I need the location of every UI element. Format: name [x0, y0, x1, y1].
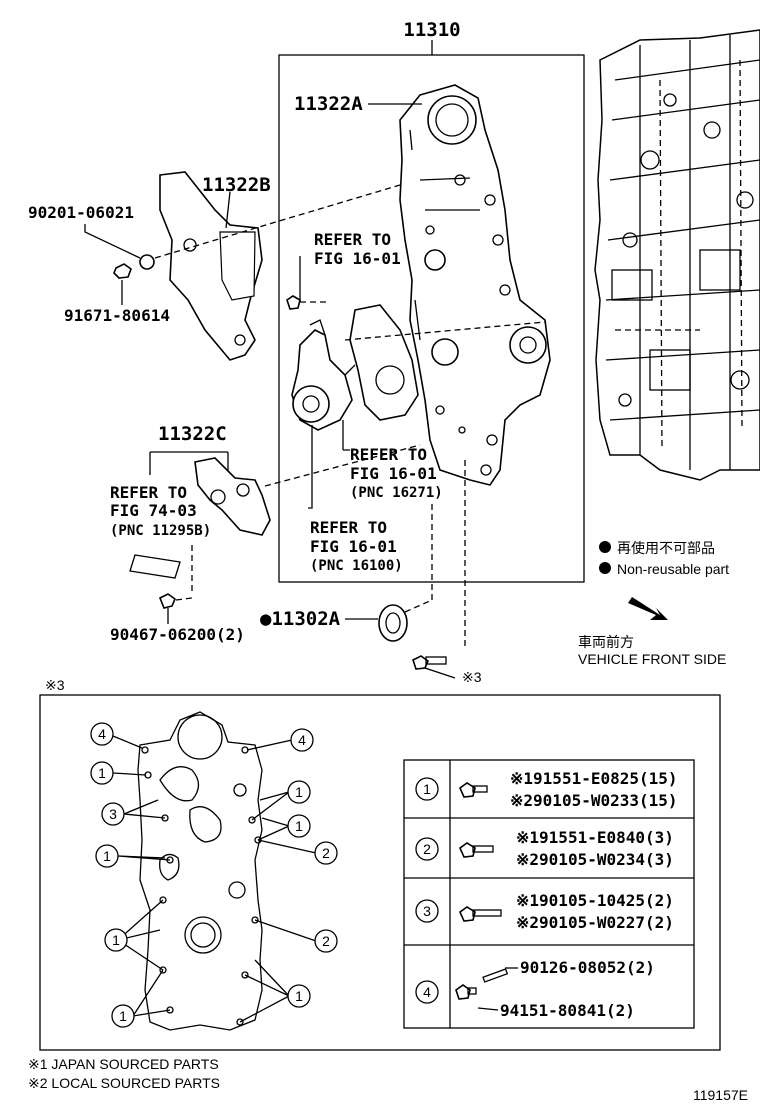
legend-dot-en [599, 562, 611, 574]
legend-en: Non-reusable part [617, 561, 729, 577]
table-key-2: 2 [423, 841, 431, 857]
table-4-line-1: 90126-08052(2) [520, 958, 655, 977]
refer-2-l2: FIG 16-01 [350, 464, 437, 483]
svg-text:1: 1 [112, 932, 120, 948]
refer-1-l1: REFER TO [314, 230, 391, 249]
water-pump [291, 304, 419, 431]
svg-text:4: 4 [298, 732, 306, 748]
legend-jp: 再使用不可部品 [617, 540, 715, 556]
svg-text:1: 1 [103, 848, 111, 864]
table-key-4: 4 [423, 984, 431, 1000]
svg-text:3: 3 [109, 806, 117, 822]
engine-block [594, 29, 760, 481]
bolt-refer [286, 295, 301, 310]
oil-seal [378, 604, 408, 642]
bolt-91671-label: 91671-80614 [64, 306, 170, 325]
svg-text:1: 1 [119, 1008, 127, 1024]
table-3-line-2: ※290105-W0227(2) [516, 913, 674, 932]
refer-1-l2: FIG 16-01 [314, 249, 401, 268]
plug-label: 90467-06200(2) [110, 625, 245, 644]
table-2-line-2: ※290105-W0234(3) [516, 850, 674, 869]
bolt-note: ※3 [462, 669, 482, 685]
refer-4-l1: REFER TO [110, 483, 187, 502]
figure-number: 119157E [693, 1087, 748, 1103]
refer-2-l3: (PNC 16271) [350, 485, 443, 501]
direction-jp: 車両前方 [578, 634, 634, 650]
table-4-line-2: 94151-80841(2) [500, 1001, 635, 1020]
cover-b [159, 171, 263, 361]
refer-3-l1: REFER TO [310, 518, 387, 537]
table-1-line-1: ※191551-E0825(15) [510, 769, 678, 788]
cover-c [194, 457, 271, 536]
bolt-table: 1 ※191551-E0825(15) ※290105-W0233(15) 2 … [403, 759, 695, 1029]
bolt-90201-label: 90201-06021 [28, 203, 134, 222]
front-arrow-icon [628, 597, 668, 620]
svg-text:2: 2 [322, 933, 330, 949]
table-1-line-2: ※290105-W0233(15) [510, 791, 678, 810]
footnote-1: ※1 JAPAN SOURCED PARTS [28, 1056, 219, 1072]
table-3-line-1: ※190105-10425(2) [516, 891, 674, 910]
washer-90201 [139, 254, 155, 270]
detail-note-mark: ※3 [45, 677, 65, 693]
svg-text:1: 1 [295, 784, 303, 800]
svg-text:2: 2 [322, 845, 330, 861]
timing-cover [399, 84, 551, 486]
table-2-line-1: ※191551-E0840(3) [516, 828, 674, 847]
svg-text:1: 1 [295, 988, 303, 1004]
cover-a-label: 11322A [294, 93, 363, 115]
cover-outline [137, 711, 263, 1031]
callouts: 4 1 3 1 1 4 1 1 2 1 2 1 1 [90, 722, 338, 1028]
svg-text:1: 1 [98, 765, 106, 781]
refer-2-l1: REFER TO [350, 445, 427, 464]
table-key-3: 3 [423, 903, 431, 919]
cover-b-label: 11322B [202, 174, 271, 196]
bolt-91671 [113, 263, 132, 279]
table-key-1: 1 [423, 781, 431, 797]
refer-4-l3: (PNC 11295B) [110, 523, 211, 539]
plug-90467 [158, 593, 176, 609]
assembly-label: 11310 [403, 19, 460, 41]
svg-text:4: 4 [98, 726, 106, 742]
cover-c-label: 11322C [158, 423, 227, 445]
callout-leaders [112, 735, 317, 1023]
svg-text:1: 1 [295, 818, 303, 834]
footnote-2: ※2 LOCAL SOURCED PARTS [28, 1075, 220, 1091]
sealant-icon [129, 554, 181, 579]
legend-dot-jp [599, 541, 611, 553]
refer-3-l3: (PNC 16100) [310, 558, 403, 574]
refer-4-l2: FIG 74-03 [110, 501, 197, 520]
detail-box [39, 694, 721, 1051]
oil-seal-label: ●11302A [260, 608, 341, 630]
refer-3-l2: FIG 16-01 [310, 537, 397, 556]
direction-en: VEHICLE FRONT SIDE [578, 651, 726, 667]
